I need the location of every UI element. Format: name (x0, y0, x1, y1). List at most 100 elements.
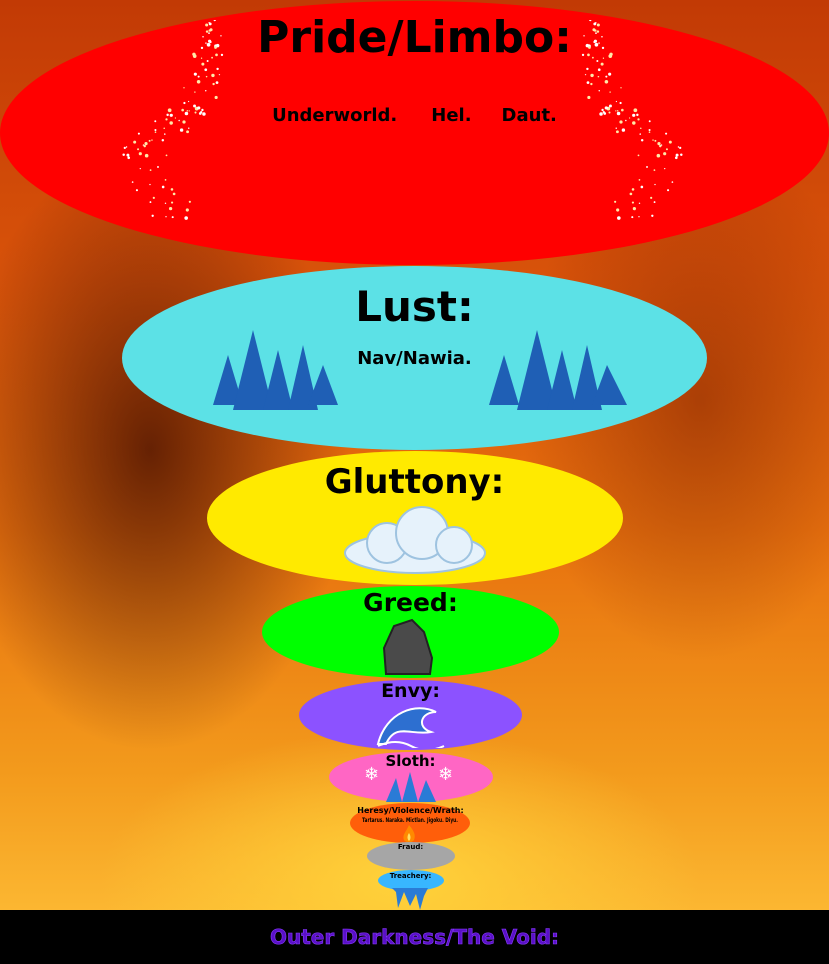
sparkle (179, 128, 184, 132)
sparkle (648, 131, 651, 133)
sloth-title: Sloth: (385, 752, 436, 770)
sparkle (604, 80, 609, 84)
heresy-realms: Tartarus. Naraka. Mictlan. Jigoku. Diyu. (362, 817, 458, 824)
sparkle (665, 132, 668, 135)
sparkle (154, 129, 157, 132)
sparkle (214, 46, 217, 49)
sparkle (633, 108, 638, 113)
sparkle (192, 52, 196, 56)
layer-fraud (367, 842, 455, 870)
sparkle (200, 57, 203, 59)
rock-icon (382, 618, 434, 675)
sparkle (148, 139, 151, 142)
fire-icon (403, 825, 415, 843)
sparkle (204, 68, 208, 72)
sparkle (167, 108, 172, 113)
sparkle (590, 73, 594, 78)
sparkle (665, 148, 668, 151)
greed-title: Greed: (363, 588, 458, 617)
sparkle (614, 200, 617, 203)
sparkle (616, 110, 619, 112)
sparkle (679, 146, 682, 150)
sparkle (201, 62, 205, 66)
sparkle (680, 153, 683, 157)
sparkle (601, 46, 605, 50)
sparkle (211, 56, 213, 59)
sparkle (149, 201, 152, 204)
sparkle (595, 32, 597, 35)
sparkle (598, 42, 600, 44)
sparkle (169, 113, 173, 117)
sparkle (587, 95, 591, 100)
layer-treachery (378, 870, 444, 891)
sparkle (638, 179, 641, 181)
sparkle (208, 29, 211, 32)
sparkle (202, 35, 204, 38)
sparkle (646, 166, 648, 168)
sparkle (668, 140, 672, 144)
sparkle (616, 130, 619, 134)
sparkle (615, 100, 617, 103)
sparkle (637, 154, 640, 157)
sparkle (594, 29, 597, 32)
icicles-icon (392, 888, 428, 910)
sparkle (183, 101, 186, 105)
sparkle (215, 53, 218, 57)
sparkle (157, 166, 159, 168)
sparkle (609, 52, 613, 56)
sparkle (608, 111, 611, 114)
wave-icon (376, 707, 445, 748)
sparkle (152, 196, 155, 199)
lust-realm: Nav/Nawia. (357, 348, 472, 369)
sparkle (598, 90, 600, 92)
sparkle (200, 111, 203, 114)
sparkle (581, 53, 585, 57)
sparkle (181, 108, 184, 112)
sparkle (629, 192, 633, 196)
sparkle (188, 110, 190, 112)
sparkle (587, 53, 590, 57)
realm-underworld: Underworld. (272, 105, 398, 126)
sparkle (208, 21, 210, 24)
sparkle (196, 80, 201, 84)
sparkle (616, 111, 621, 116)
sparkle (602, 57, 605, 59)
sparkle (182, 120, 186, 124)
sparkle (151, 139, 153, 141)
sparkle (137, 132, 140, 135)
sparkle (131, 181, 134, 183)
sparkle (178, 119, 180, 122)
sparkle (168, 207, 173, 211)
sparkle (185, 208, 189, 212)
sparkles-icon (581, 20, 683, 220)
sparkle (632, 121, 636, 125)
sparkle (675, 153, 679, 157)
sparkle (636, 113, 639, 117)
sparkle (648, 120, 651, 123)
sparkle (650, 196, 653, 199)
sparkle (126, 153, 130, 157)
sparkle (677, 146, 680, 148)
sparkle (654, 139, 657, 142)
sparkle (139, 167, 141, 170)
sparkle (218, 74, 221, 76)
sparkle (601, 35, 603, 38)
sparkle (592, 56, 594, 59)
sparkle (143, 144, 146, 148)
sparkle (664, 167, 666, 170)
sparkle (597, 75, 600, 78)
sparkle (161, 138, 165, 142)
sparkle (188, 200, 191, 203)
sparkle (149, 169, 152, 172)
sparkle (154, 120, 157, 123)
sparkle (184, 216, 188, 220)
sparkle (144, 142, 148, 146)
sparkle (208, 39, 212, 43)
sparkle (654, 183, 656, 186)
sparkle (186, 110, 189, 112)
sparkle (154, 131, 157, 133)
sparkle (164, 202, 167, 205)
sparkle (651, 214, 654, 217)
sparkle (608, 104, 612, 108)
treachery-title: Treachery: (389, 872, 432, 880)
